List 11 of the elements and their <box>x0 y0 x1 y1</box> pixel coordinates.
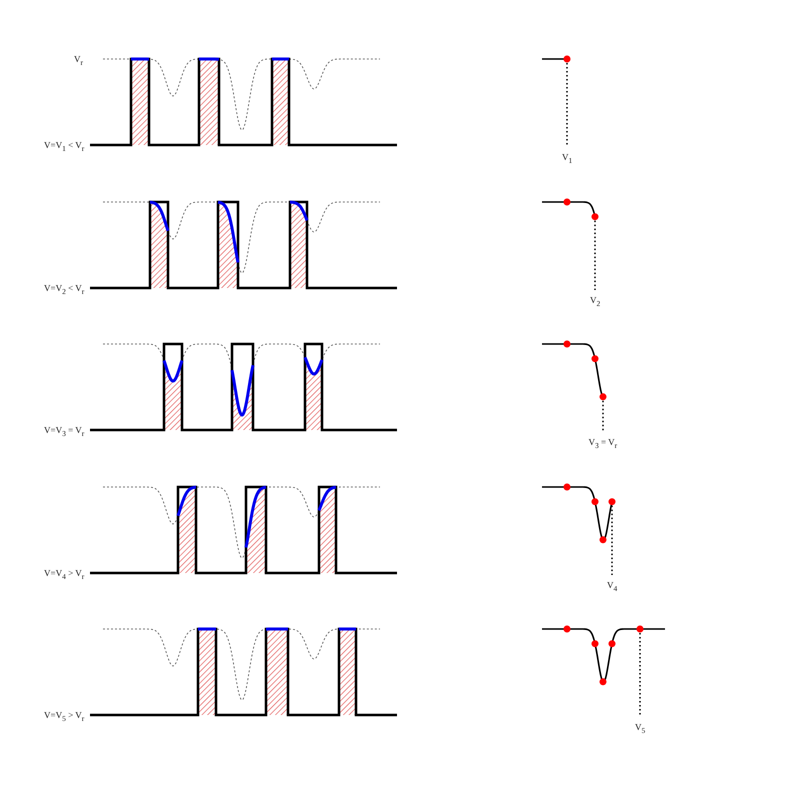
voltage-label: V=V$_{2}$ < V$_{r}$ <box>44 283 84 297</box>
voltage-label: V$_{r}$ <box>74 54 83 68</box>
voltage-label: V$_{3}$ = V$_{r}$ <box>588 437 618 451</box>
voltage-label: V$_{2}$ <box>590 295 600 309</box>
voltage-label: V=V$_{3}$ = V$_{r}$ <box>44 425 84 439</box>
voltage-label: V=V$_{1}$ < V$_{r}$ <box>44 140 84 154</box>
voltage-label: V$_{1}$ <box>562 152 572 166</box>
voltage-label: V=V$_{5}$ > V$_{r}$ <box>44 710 84 724</box>
voltage-label: V$_{5}$ <box>635 722 646 736</box>
voltage-label: V=V$_{4}$ > V$_{r}$ <box>44 568 84 582</box>
voltage-label: V$_{4}$ <box>607 580 618 594</box>
